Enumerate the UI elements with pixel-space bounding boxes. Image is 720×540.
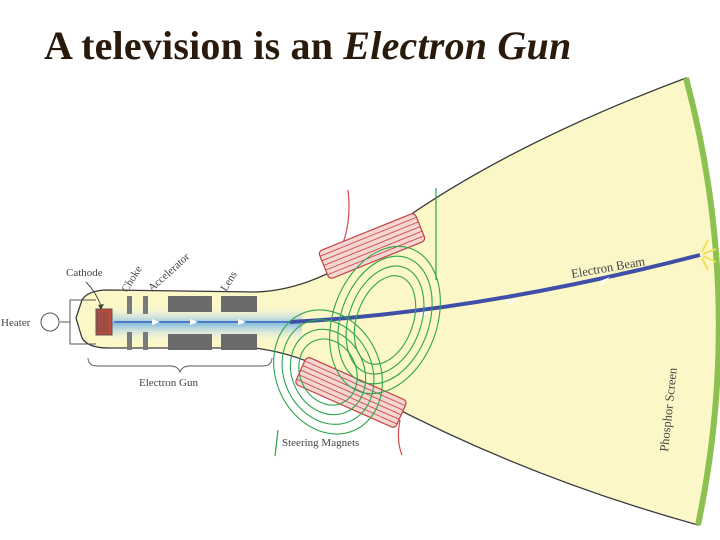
cathode-arrowhead <box>98 304 104 310</box>
gun-plates <box>127 296 148 350</box>
steering-magnets-label: Steering Magnets <box>282 437 359 449</box>
electron-gun-brace <box>87 357 273 374</box>
slide-title: A television is an Electron Gun <box>44 22 571 69</box>
heater-label: Heater <box>1 317 31 329</box>
heater-wiring <box>60 299 96 345</box>
lens-tubes <box>221 296 257 350</box>
accelerator-label: Accelerator <box>146 251 192 294</box>
cathode-arrow <box>85 281 102 307</box>
phosphor-screen <box>683 77 720 526</box>
electron-gun-label: Electron Gun <box>139 377 198 389</box>
title-prefix: A television is an <box>44 23 344 68</box>
accelerator-tubes <box>168 296 212 350</box>
gun-beam-arrows <box>152 319 246 325</box>
heater-coil <box>40 312 60 332</box>
magnet-green-lead-bottom <box>274 429 279 457</box>
magnet-red-lead-bottom <box>397 419 403 456</box>
title-emphasis: Electron Gun <box>343 23 572 68</box>
magnet-green-coils <box>273 245 441 435</box>
lens-label: Lens <box>218 269 240 293</box>
cathode-label: Cathode <box>66 267 103 279</box>
screen-flash <box>701 239 717 271</box>
magnet-red-top <box>318 213 426 279</box>
electron-beam <box>289 253 701 324</box>
cathode-filament <box>97 312 108 332</box>
